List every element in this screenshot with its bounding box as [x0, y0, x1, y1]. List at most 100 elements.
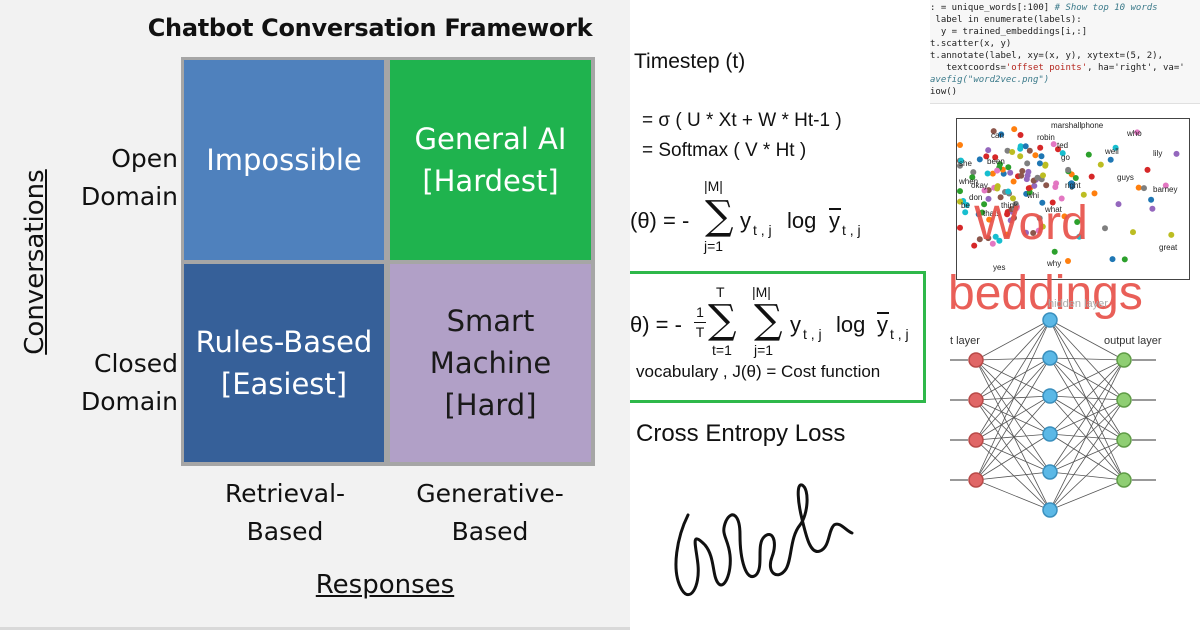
loss2-sigma-m-icon: ∑ [754, 297, 783, 343]
loss1-yhat-subscript: t , j [842, 222, 861, 238]
nn-connection [975, 359, 1051, 511]
scatter-point [1061, 213, 1068, 220]
row-label-closed-line1: Closed [94, 349, 178, 378]
col-label-generative-line2: Based [451, 517, 529, 546]
code-line-8: iow() [930, 87, 958, 97]
nn-connection [975, 319, 1051, 361]
scatter-point [963, 202, 970, 208]
scatter-point [1030, 230, 1037, 236]
col-label-retrieval-based: Retrieval- Based [195, 475, 375, 551]
scatter-point [1017, 153, 1024, 160]
scatter-word-label: phone [1081, 121, 1104, 130]
nn-connection [975, 357, 1051, 441]
col-label-retrieval-line2: Based [246, 517, 324, 546]
scatter-word-label: she [959, 159, 972, 168]
scatter-point [971, 242, 978, 249]
nn-connection [975, 359, 1051, 397]
code-line-1: : = unique_words[:100] # Show top 10 wor… [930, 3, 1158, 13]
nn-node [1116, 432, 1132, 448]
nn-connection [975, 319, 1051, 401]
cell-smart-machine-difficulty: [Hard] [444, 388, 537, 422]
scatter-point [1034, 174, 1041, 181]
scatter-point [1051, 248, 1058, 255]
scatter-point [1134, 129, 1141, 136]
nn-connection [1049, 359, 1125, 435]
nn-connection [1049, 479, 1125, 511]
scatter-point [1141, 185, 1147, 192]
nn-node [968, 392, 984, 408]
nn-connection [1049, 319, 1125, 361]
scatter-word-label: whi [1027, 191, 1040, 200]
scatter-point [1010, 178, 1017, 185]
scatter-point [1004, 211, 1011, 218]
scatter-point [1039, 223, 1046, 230]
scatter-point [1055, 146, 1061, 153]
scatter-point [1039, 199, 1046, 206]
loss2-subscript: t , j [803, 326, 822, 342]
scatter-point [998, 131, 1005, 138]
nn-node [1116, 392, 1132, 408]
scatter-word-label: who [1127, 129, 1142, 138]
scatter-point [1112, 144, 1119, 151]
overlay-word-text: Word [974, 197, 1088, 250]
scatter-point [1022, 143, 1029, 150]
cell-impossible: Impossible [184, 60, 384, 260]
chatbot-framework-panel: Chatbot Conversation Framework Impossibl… [0, 0, 630, 630]
scatter-word-label: barney [1153, 185, 1178, 194]
scatter-point [957, 224, 963, 231]
scatter-point [992, 154, 999, 161]
loss2-frac-den: T [695, 324, 705, 340]
scatter-word-label: well [1105, 147, 1119, 156]
scatter-word-label: marshall [1051, 121, 1082, 130]
scatter-point [1088, 173, 1095, 180]
scatter-word-label: can [991, 131, 1004, 140]
nn-connection [1049, 359, 1125, 511]
scatter-point [1074, 219, 1081, 225]
nn-connection [975, 395, 1051, 481]
scatter-point [976, 156, 983, 163]
scatter-point [1168, 231, 1175, 238]
vocabulary-note: vocabulary , J(θ) = Cost function [636, 362, 881, 381]
row-label-open-line1: Open [111, 144, 178, 173]
scatter-point [1076, 233, 1083, 240]
x-axis-title: Responses [315, 570, 455, 600]
nn-connection [975, 471, 1051, 481]
loss2-upper-t: T [716, 284, 725, 300]
scatter-point [1149, 205, 1156, 212]
scatter-point [1026, 147, 1033, 154]
scatter-word-label: okay [971, 181, 988, 190]
nn-connection [1049, 319, 1125, 441]
scatter-point [1005, 188, 1012, 195]
code-line-5: t.annotate(label, xy=(x, y), xytext=(5, … [930, 51, 1163, 61]
nn-connection [975, 395, 1051, 441]
nn-node [1116, 472, 1132, 488]
scatter-point [1037, 144, 1044, 151]
scatter-point [1065, 258, 1071, 264]
scatter-point [989, 240, 996, 247]
nn-connection [1049, 357, 1125, 361]
scatter-point [1097, 161, 1104, 168]
nn-connection [975, 479, 1051, 511]
loss2-lhs: θ) = - [630, 312, 682, 337]
cell-smart-machine: Smart Machine [Hard] [390, 264, 591, 462]
loss2-ybar-overline [877, 312, 889, 314]
scatter-point [1018, 172, 1025, 179]
scatter-point [1107, 156, 1114, 163]
code-line-4: t.scatter(x, y) [930, 39, 1012, 49]
nn-input-layer-label: t layer [950, 335, 980, 347]
scatter-point [1069, 183, 1076, 190]
scatter-point [958, 157, 964, 164]
scatter-word-label: yes [993, 263, 1006, 272]
nn-connection [1049, 399, 1125, 435]
output-equation: = Softmax ( V * Ht ) [642, 140, 807, 161]
nn-node [1042, 502, 1058, 518]
loss2-frac-num: 1 [696, 304, 704, 320]
scatter-point [1010, 195, 1016, 202]
scatter-point [1035, 227, 1042, 234]
loss2-y: y [790, 312, 801, 337]
nn-hidden-layer-label: hidden layer [1048, 298, 1108, 310]
scatter-point [990, 128, 997, 135]
scatter-point [1091, 190, 1098, 197]
cell-impossible-label: Impossible [206, 143, 362, 177]
scatter-point [1109, 256, 1116, 263]
